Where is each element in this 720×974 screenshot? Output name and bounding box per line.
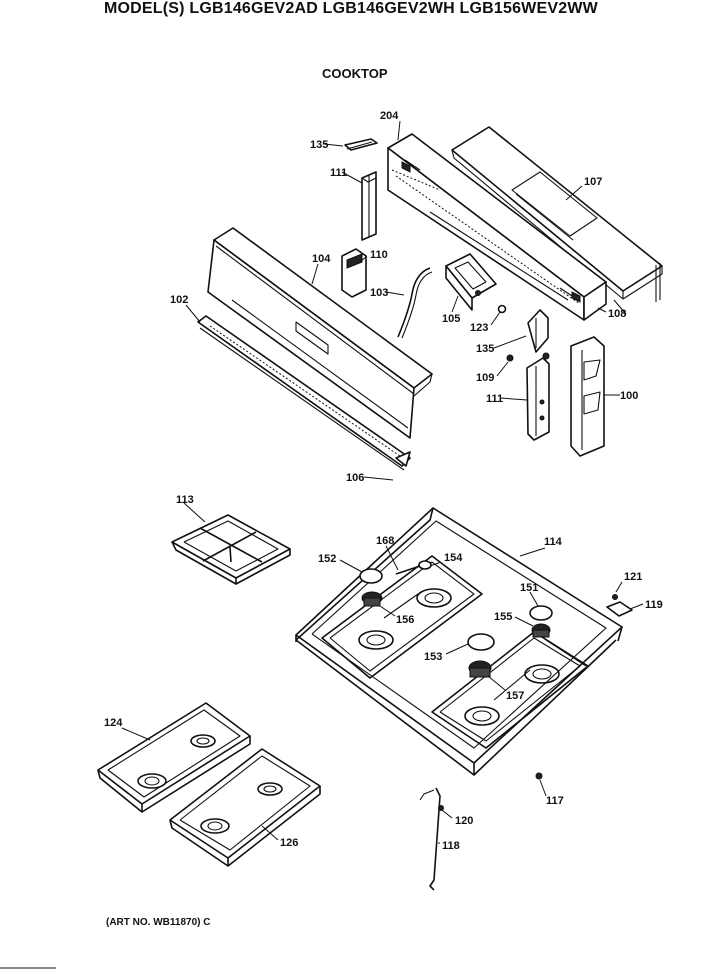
- part-103-wire[interactable]: [397, 267, 433, 339]
- callout-119: 119: [645, 599, 663, 611]
- part-118-rod[interactable]: [419, 787, 441, 891]
- callout-106: 106: [346, 472, 364, 484]
- part-153-burner-cap[interactable]: [467, 633, 495, 651]
- callout-120: 120: [455, 815, 473, 827]
- part-111-bracket-right[interactable]: [526, 357, 550, 441]
- callout-123: 123: [470, 322, 488, 334]
- callout-111-left: 111: [330, 167, 347, 179]
- callout-110: 110: [370, 249, 388, 261]
- model-list: MODEL(S) LGB146GEV2AD LGB146GEV2WH LGB15…: [104, 0, 598, 17]
- callout-100: 100: [620, 390, 638, 402]
- callout-117: 117: [546, 795, 564, 807]
- part-121-screw[interactable]: [612, 594, 618, 600]
- callout-155: 155: [494, 611, 512, 623]
- part-168-ignitor[interactable]: [395, 565, 421, 575]
- callout-151: 151: [520, 582, 538, 594]
- callout-153: 153: [424, 651, 442, 663]
- part-151-burner-cap[interactable]: [529, 605, 553, 621]
- part-104-control-panel[interactable]: [207, 227, 433, 439]
- part-152-burner-cap[interactable]: [359, 568, 383, 584]
- callout-204: 204: [380, 110, 399, 122]
- callout-118: 118: [442, 840, 460, 852]
- part-108-backguard[interactable]: [387, 133, 661, 321]
- part-107-top-trim[interactable]: [451, 126, 663, 300]
- part-100-side-bracket[interactable]: [570, 336, 605, 457]
- header: MODEL(S) LGB146GEV2AD LGB146GEV2WH LGB15…: [0, 0, 720, 24]
- callout-157: 157: [506, 690, 524, 702]
- part-135-clip-right[interactable]: [527, 309, 549, 353]
- callout-113: 113: [176, 494, 194, 506]
- part-126-burner-pan[interactable]: [169, 748, 321, 867]
- callout-labels: 204 135 107 111 110 104 102 103 105 123 …: [104, 110, 663, 852]
- part-155-burner-head[interactable]: [531, 623, 551, 638]
- part-111-bracket-left[interactable]: [361, 171, 377, 241]
- callout-114: 114: [544, 536, 563, 548]
- callout-168: 168: [376, 535, 394, 547]
- part-102-lower-trim[interactable]: [197, 315, 411, 471]
- part-109-screws[interactable]: [506, 352, 550, 362]
- callout-135-right: 135: [476, 343, 494, 355]
- callout-105: 105: [442, 313, 460, 325]
- part-157-burner-head[interactable]: [468, 660, 492, 678]
- callout-102: 102: [170, 294, 188, 306]
- part-113-grate[interactable]: [171, 514, 291, 585]
- part-135-clip-top[interactable]: [344, 138, 378, 151]
- callout-111-right: 111: [486, 393, 503, 405]
- art-number: (ART NO. WB11870) C: [106, 917, 211, 928]
- part-120-screw[interactable]: [438, 805, 444, 811]
- callout-154: 154: [444, 552, 463, 564]
- callout-126: 126: [280, 837, 298, 849]
- part-123-screw[interactable]: [497, 304, 507, 314]
- callout-156: 156: [396, 614, 414, 626]
- part-154-burner-head[interactable]: [418, 560, 432, 570]
- callout-152: 152: [318, 553, 336, 565]
- callout-108: 108: [608, 308, 626, 320]
- section-title: COOKTOP: [322, 66, 388, 81]
- part-105-timer[interactable]: [445, 253, 497, 311]
- part-117-screw[interactable]: [535, 772, 543, 780]
- callout-135-top: 135: [310, 139, 328, 151]
- callout-104: 104: [312, 253, 331, 265]
- callout-103: 103: [370, 287, 388, 299]
- part-114-cooktop[interactable]: [295, 507, 623, 776]
- part-119-bracket[interactable]: [606, 601, 633, 617]
- callout-107: 107: [584, 176, 602, 188]
- leader-lines: [121, 120, 644, 844]
- part-110-switch[interactable]: [341, 248, 367, 298]
- callout-121: 121: [624, 571, 642, 583]
- part-156-burner-head[interactable]: [361, 591, 383, 607]
- callout-124: 124: [104, 717, 123, 729]
- part-124-burner-pan[interactable]: [97, 702, 251, 813]
- callout-109: 109: [476, 372, 494, 384]
